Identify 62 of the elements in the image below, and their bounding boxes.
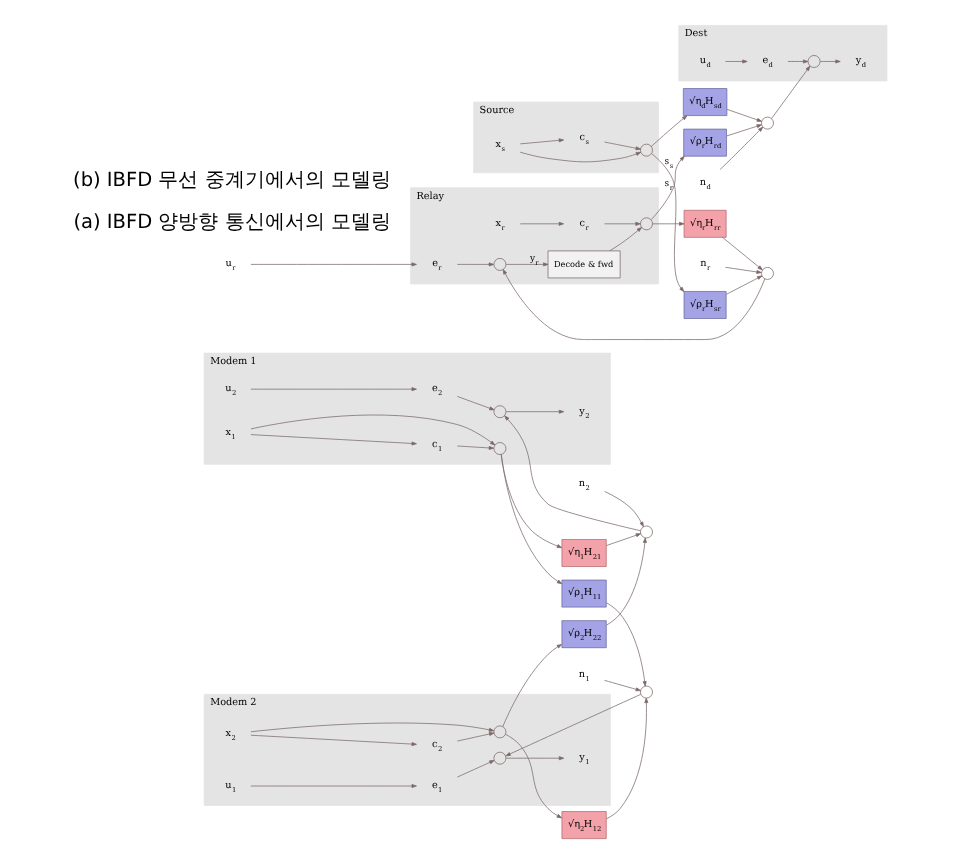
arrow [457,732,495,742]
arrow [604,679,641,692]
arrow [519,151,642,163]
arrow [606,537,647,626]
arrow [719,126,764,170]
arrow [606,533,642,546]
arrow [502,644,562,727]
arrow [505,756,565,761]
arrow [652,221,685,226]
node-circle [640,217,653,231]
arrow [604,221,641,226]
arrow [650,115,688,147]
arrow [505,409,565,414]
node-circle [493,751,507,765]
arrow [725,59,748,64]
arrow [457,396,495,411]
arrow [505,734,562,819]
node-circle [493,405,507,419]
arrow [457,445,495,450]
node-circle [493,725,507,739]
node-circle [761,267,774,280]
arrow [250,387,417,392]
arrow [250,414,496,446]
node-circle [640,685,653,699]
node-circle [493,442,507,455]
arrow [609,227,642,252]
arrow [457,262,495,267]
arrow [771,65,811,119]
arrow [250,722,495,733]
node-circle [807,55,821,68]
arrow [651,153,685,292]
node-circle [640,525,653,539]
label: (a) IBFD 양방향 통신에서의 모델링 [73,211,391,234]
arrow [722,237,763,271]
arrow [500,454,563,548]
arrow [502,269,766,340]
arrow [726,124,762,137]
arrow [457,760,495,778]
arrow [250,784,417,788]
arrow [519,138,564,145]
arrow [820,59,841,64]
arrow [505,693,642,757]
arrow [504,415,641,532]
arrow [250,262,417,267]
arrow [726,109,762,122]
arrow [604,141,641,151]
arrow [250,734,417,747]
node-circle [640,143,653,157]
arrow [606,697,649,820]
arrow [604,491,644,527]
arrow [500,454,563,585]
arrow [519,221,564,226]
node-circle [493,258,507,271]
arrow [787,59,809,64]
arrow [725,266,762,274]
arrow [726,275,763,295]
label: (b) IBFD 무선 중계기에서의 모델링 [73,170,391,193]
arrow [650,155,685,221]
arrow [250,434,417,446]
arrow [606,602,647,687]
node-circle [761,116,774,130]
arrow [505,262,549,267]
